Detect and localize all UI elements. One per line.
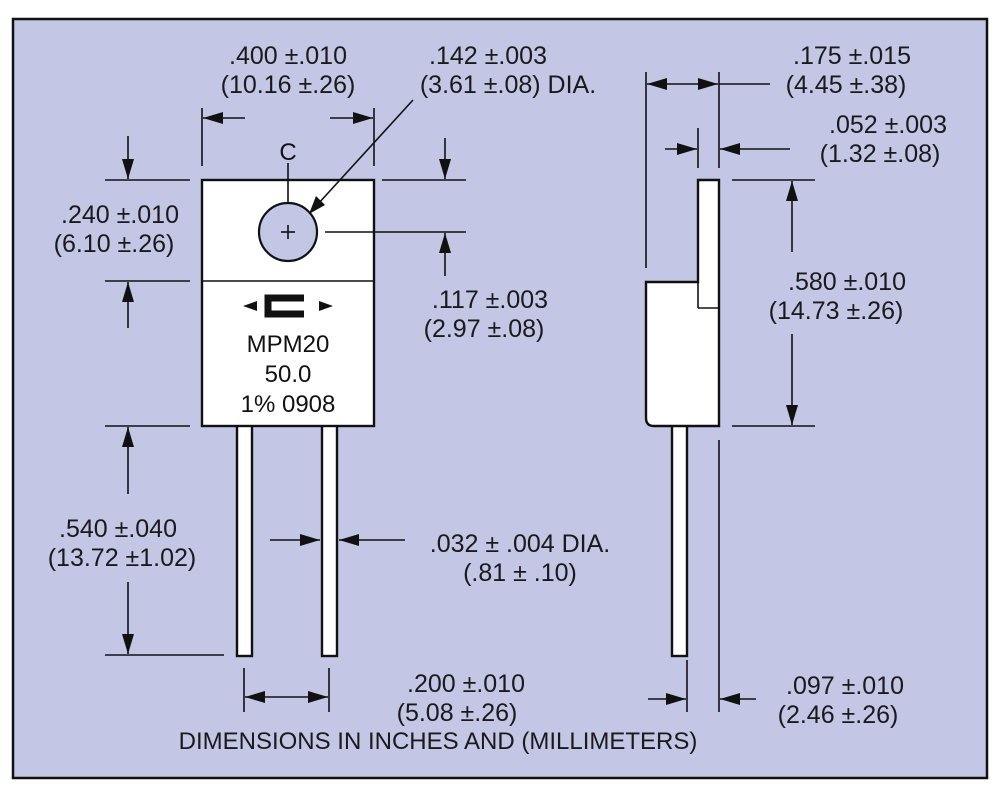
lead-dia-mm-label: (.81 ± .10) bbox=[463, 559, 577, 587]
body-height-mm-label: (14.73 ±.26) bbox=[769, 297, 904, 325]
tab-height-inch-label: .240 ±.010 bbox=[61, 201, 179, 229]
marking-line3: 1% 0908 bbox=[241, 391, 336, 418]
manufacturer-logo: C bbox=[0, 0, 333, 318]
width-mm-label: (10.16 ±.26) bbox=[221, 71, 356, 99]
marking-line2: 50.0 bbox=[265, 361, 312, 388]
lead-length-mm-label: (13.72 ±1.02) bbox=[48, 544, 197, 572]
lead-spacing-inch-label: .200 ±.010 bbox=[407, 670, 525, 698]
marking-line1: MPM20 bbox=[247, 331, 330, 358]
lead-spacing-mm-label: (5.08 ±.26) bbox=[397, 699, 518, 727]
lead-left bbox=[235, 423, 254, 658]
logo-text: C bbox=[0, 0, 1, 1]
lead-dia-inch-label: .032 ± .004 DIA. bbox=[430, 530, 611, 558]
side-lead bbox=[670, 421, 689, 658]
drawing-background bbox=[11, 17, 989, 780]
lead-offset-inch-label: .097 ±.010 bbox=[786, 672, 904, 700]
tab-thickness-inch-label: .052 ±.003 bbox=[829, 111, 947, 139]
centerline-symbol: C bbox=[279, 139, 296, 166]
front-view: C C MPM20 50.0 1% 0908 .400 ±.010 (10.16… bbox=[0, 0, 611, 727]
thickness-mm-label: (4.45 ±.38) bbox=[786, 71, 907, 99]
units-footnote: DIMENSIONS IN INCHES AND (MILLIMETERS) bbox=[179, 728, 698, 755]
hole-offset-inch-label: .117 ±.003 bbox=[432, 286, 548, 314]
body-height-inch-label: .580 ±.010 bbox=[788, 268, 906, 296]
hole-offset-mm-label: (2.97 ±.08) bbox=[424, 315, 545, 343]
tab-height-mm-label: (6.10 ±.26) bbox=[54, 230, 175, 258]
side-body-profile bbox=[644, 178, 721, 428]
lead-length-inch-label: .540 ±.040 bbox=[59, 515, 177, 543]
thickness-inch-label: .175 ±.015 bbox=[793, 42, 911, 70]
hole-mm-label: (3.61 ±.08) DIA. bbox=[420, 71, 596, 99]
hole-inch-label: .142 ±.003 bbox=[429, 42, 547, 70]
tab-thickness-mm-label: (1.32 ±.08) bbox=[820, 140, 941, 168]
lead-right bbox=[320, 423, 339, 658]
width-inch-label: .400 ±.010 bbox=[229, 42, 347, 70]
side-view: .175 ±.015 (4.45 ±.38) .052 ±.003 (1.32 … bbox=[644, 42, 947, 729]
lead-offset-mm-label: (2.46 ±.26) bbox=[778, 701, 899, 729]
